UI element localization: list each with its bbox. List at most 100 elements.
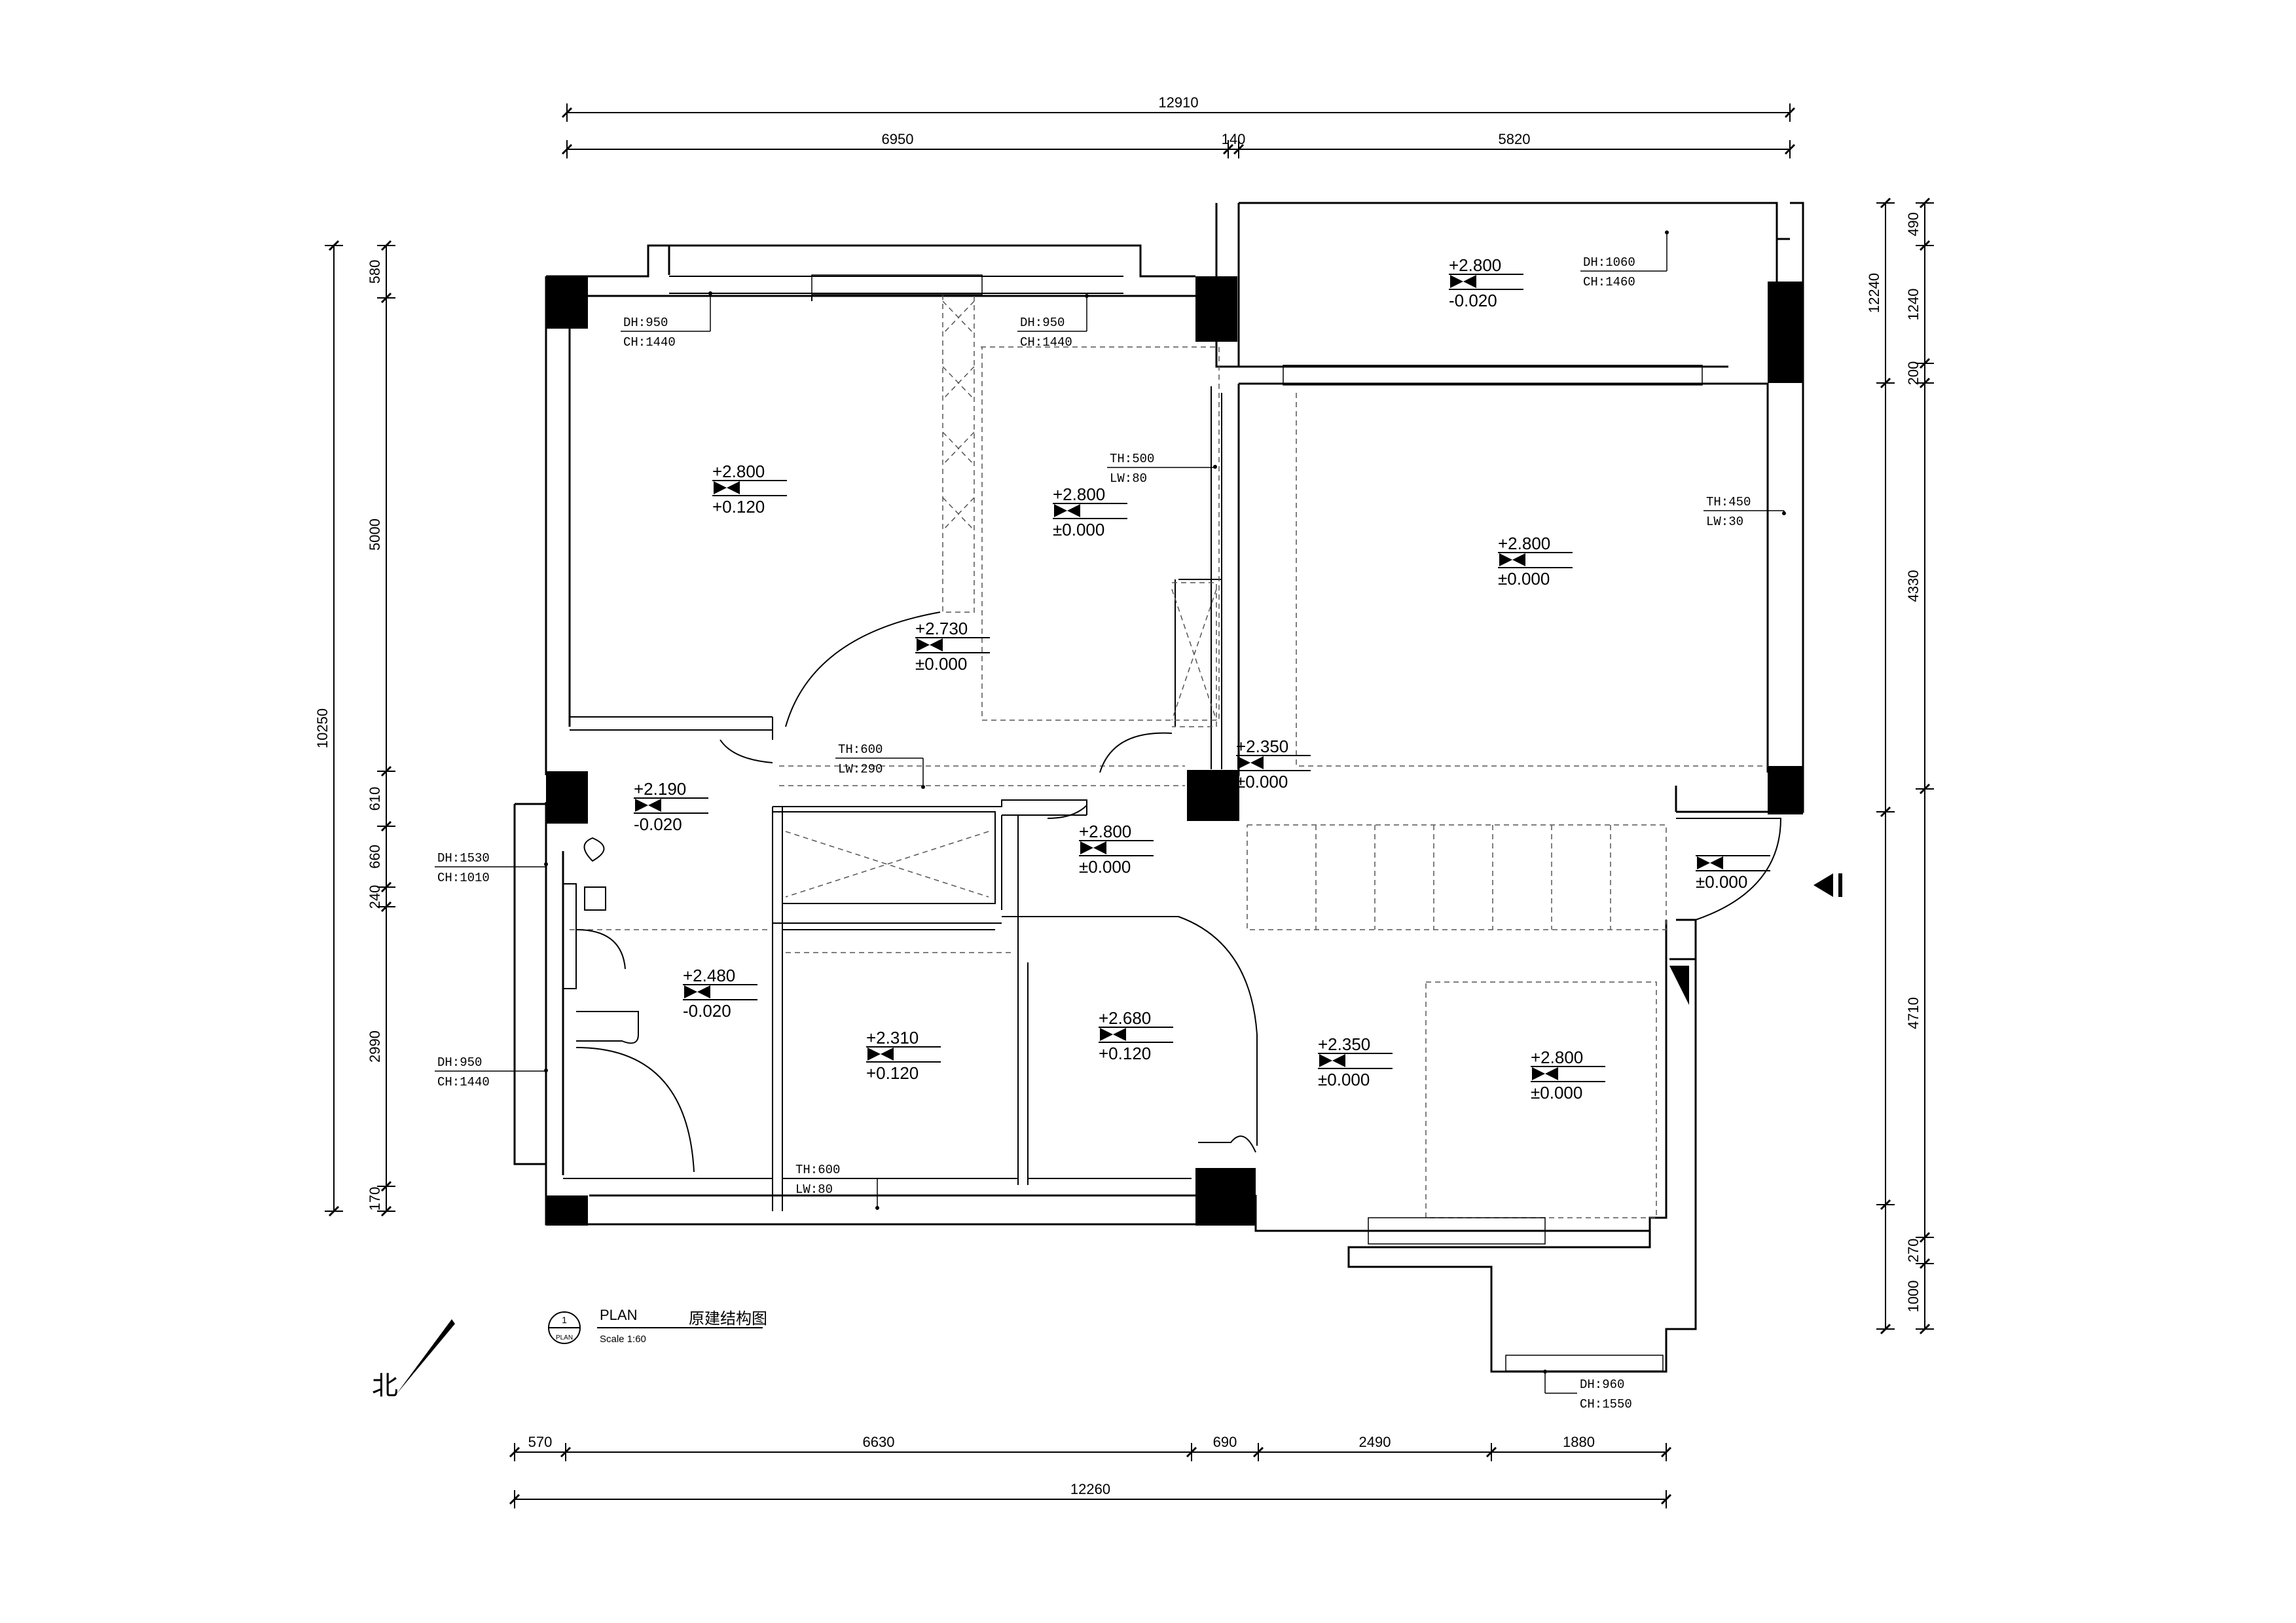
level-symbol-icon <box>714 481 740 494</box>
note-line: DH:1060 <box>1583 255 1635 270</box>
dim-bottom-total: 12260 <box>1070 1481 1110 1497</box>
title-circle-label: PLAN <box>556 1334 573 1341</box>
note-line: TH:500 <box>1110 452 1154 466</box>
dim-right-segment: 4330 <box>1905 570 1922 602</box>
door-swings <box>575 611 1782 1173</box>
dim-left-segment: 2990 <box>367 1030 383 1063</box>
floor-level: ±0.000 <box>1696 872 1747 892</box>
title-subtitle: 原建结构图 <box>689 1310 767 1328</box>
level-marker: +2.800 ±0.000 <box>1498 534 1573 589</box>
ceiling-height: +2.310 <box>866 1028 919 1048</box>
note-line: CH:1550 <box>1580 1397 1632 1412</box>
entrance-arrow-icon <box>1813 873 1833 897</box>
level-symbol-icon <box>867 1048 894 1061</box>
level-symbol-icon <box>684 985 710 998</box>
ceiling-height: +2.350 <box>1318 1034 1370 1054</box>
floor-level: ±0.000 <box>1318 1070 1370 1089</box>
ceiling-height: +2.800 <box>1498 534 1550 553</box>
dimension-lines <box>325 103 1934 1508</box>
level-symbol-icon <box>1100 1028 1126 1041</box>
ceiling-height: +2.800 <box>1449 255 1501 275</box>
level-symbol-icon <box>1080 841 1106 854</box>
entrance-marker <box>1813 873 1842 897</box>
level-symbol-icon <box>635 799 661 812</box>
note-line: DH:960 <box>1580 1377 1624 1392</box>
dim-right-segment: 1000 <box>1905 1281 1922 1313</box>
dim-bottom-segment: 690 <box>1213 1434 1237 1450</box>
level-marker: +2.800-0.020 <box>1449 255 1523 310</box>
note-line: CH:1440 <box>437 1075 490 1089</box>
triangle-mark-icon <box>1669 966 1689 1005</box>
note-line: LW:80 <box>1110 471 1147 486</box>
dim-right-segment: 1240 <box>1905 289 1922 321</box>
dim-top-total: 12910 <box>1158 94 1198 111</box>
dim-left-segment: 170 <box>367 1187 383 1211</box>
note-line: LW:290 <box>838 762 883 776</box>
dim-left-segment: 5000 <box>367 519 383 551</box>
level-marker: +2.350 ±0.000 <box>1318 1034 1393 1089</box>
level-marker: +2.730±0.000 <box>915 619 990 674</box>
level-marker: +2.480-0.020 <box>683 966 757 1021</box>
note-line: TH:450 <box>1706 495 1751 509</box>
level-marker: +2.800+0.120 <box>712 462 787 517</box>
dim-left-segment: 240 <box>367 885 383 909</box>
dim-top-segment: 5820 <box>1499 131 1531 147</box>
note-line: DH:950 <box>437 1055 482 1070</box>
level-marker: +2.190-0.020 <box>634 779 708 834</box>
note-line: DH:950 <box>1020 316 1065 330</box>
note-line: DH:950 <box>623 316 668 330</box>
ceiling-height: +2.800 <box>1079 822 1131 841</box>
dim-left-segment: 610 <box>367 787 383 811</box>
annotation-notes: DH:950CH:1440DH:950CH:1440DH:1060CH:1460… <box>435 230 1786 1412</box>
floor-level: ±0.000 <box>1079 857 1131 877</box>
level-symbol-icon <box>1054 504 1080 517</box>
dim-left-segment: 660 <box>367 845 383 869</box>
level-symbol-icon <box>1237 756 1264 769</box>
ceiling-height: +2.480 <box>683 966 735 985</box>
note-line: CH:1440 <box>623 335 676 350</box>
dim-right-segment: 200 <box>1905 361 1922 386</box>
title-plan: PLAN <box>600 1307 637 1323</box>
floor-level: ±0.000 <box>915 654 967 674</box>
floor-level: ±0.000 <box>1498 569 1550 589</box>
note-line: DH:1530 <box>437 851 490 866</box>
note-line: LW:80 <box>795 1182 833 1197</box>
north-arrow-icon <box>396 1319 455 1395</box>
floor-level: ±0.000 <box>1053 520 1104 539</box>
dim-left-total: 10250 <box>314 708 331 748</box>
ceiling-height: +2.800 <box>1531 1048 1583 1067</box>
dim-top-segment: 140 <box>1222 131 1246 147</box>
dim-bottom-segment: 6630 <box>863 1434 895 1450</box>
north-arrow: 北 <box>372 1319 455 1400</box>
ceiling-height: +2.190 <box>634 779 686 799</box>
level-symbol-icon <box>917 638 943 651</box>
note-line: TH:600 <box>838 742 883 757</box>
dashed-ceiling-lines <box>570 295 1768 1218</box>
dim-top-segment: 6950 <box>882 131 914 147</box>
level-symbol-icon <box>1697 856 1723 869</box>
structural-columns <box>546 276 1803 1226</box>
level-marker: ±0.000 <box>1696 855 1770 892</box>
floor-level: +0.120 <box>712 497 765 517</box>
dim-right-segment: 4710 <box>1905 997 1922 1029</box>
north-label: 北 <box>372 1372 398 1400</box>
dim-bottom-segment: 2490 <box>1359 1434 1391 1450</box>
dim-right-segment: 270 <box>1905 1239 1922 1263</box>
floor-level: ±0.000 <box>1531 1083 1582 1103</box>
note-line: CH:1460 <box>1583 275 1635 289</box>
level-symbol-icon <box>1450 275 1476 288</box>
level-marker: +2.800 ±0.000 <box>1531 1048 1605 1103</box>
level-marker: +2.680+0.120 <box>1099 1008 1173 1063</box>
note-line: LW:30 <box>1706 515 1743 529</box>
dim-right-segment: 490 <box>1905 212 1922 236</box>
note-line: CH:1010 <box>437 871 490 885</box>
